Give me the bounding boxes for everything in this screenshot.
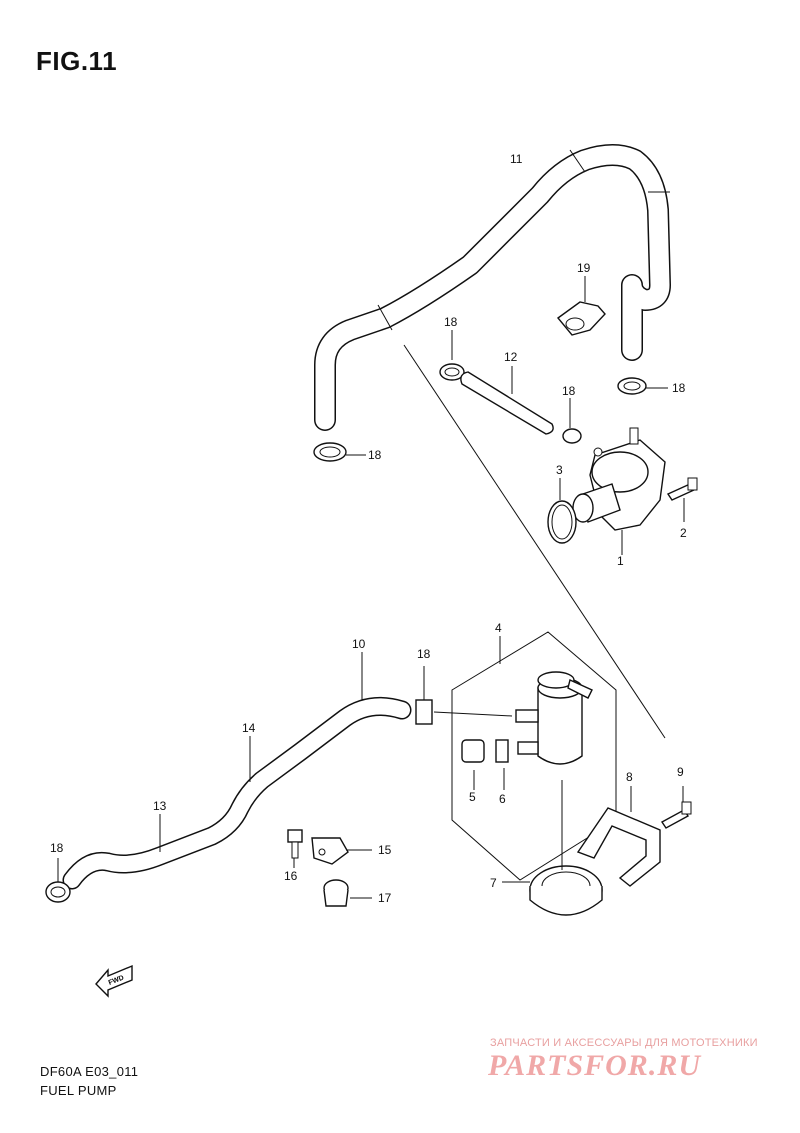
clip-18-left [313, 442, 366, 462]
label-15: 15 [378, 843, 392, 857]
label-12: 12 [504, 350, 518, 364]
label-4: 4 [495, 621, 502, 635]
label-18-left: 18 [368, 448, 382, 462]
bracket-8 [576, 786, 661, 887]
label-18-mid: 18 [444, 315, 458, 329]
figure-title: FIG.11 [36, 46, 118, 76]
label-18-pump: 18 [562, 384, 576, 398]
clip-18-mid [439, 330, 465, 381]
label-16: 16 [284, 869, 298, 883]
guide-line [403, 344, 666, 739]
clip-18-right [617, 377, 668, 395]
hose-11 [314, 144, 671, 431]
o-ring-3 [547, 478, 577, 544]
hose-10-14-13 [62, 652, 412, 890]
part-labels: 11 19 18 12 18 18 18 3 2 1 4 10 18 14 9 … [50, 152, 687, 905]
label-2: 2 [680, 526, 687, 540]
label-8: 8 [626, 770, 633, 784]
label-9: 9 [677, 765, 684, 779]
clamp-7 [502, 780, 603, 916]
label-18-lower: 18 [50, 841, 64, 855]
label-11: 11 [510, 152, 523, 166]
label-19: 19 [577, 261, 591, 275]
clip-18-lower [45, 858, 71, 903]
label-13: 13 [153, 799, 167, 813]
label-17: 17 [378, 891, 392, 905]
fuel-pump-1 [572, 427, 666, 555]
cap-5 [461, 739, 485, 790]
fwd-arrow-icon: FWD [95, 964, 133, 998]
clip-6 [495, 739, 509, 790]
figure-name: FUEL PUMP [40, 1083, 117, 1098]
bolt-2 [666, 477, 698, 522]
label-7: 7 [490, 876, 497, 890]
watermark-caption: ЗАПЧАСТИ И АКСЕССУАРЫ ДЛЯ МОТОТЕХНИКИ [490, 1037, 758, 1049]
bolt-9 [660, 786, 692, 829]
figure-code: DF60A E03_011 [40, 1064, 139, 1079]
bolt-16 [287, 829, 303, 868]
clip-17 [323, 879, 372, 907]
clip-18-filter [415, 666, 513, 725]
bracket-15 [311, 837, 372, 865]
label-6: 6 [499, 792, 506, 806]
clip-19 [556, 276, 606, 336]
label-1: 1 [617, 554, 624, 568]
label-18-right: 18 [672, 381, 686, 395]
hose-12 [460, 366, 554, 435]
clip-18-pump [562, 398, 582, 444]
label-14: 14 [242, 721, 256, 735]
label-3: 3 [556, 463, 563, 477]
label-10: 10 [352, 637, 366, 651]
label-5: 5 [469, 790, 476, 804]
watermark-logo: PARTSFOR.RU [488, 1049, 701, 1082]
label-18-filter: 18 [417, 647, 431, 661]
